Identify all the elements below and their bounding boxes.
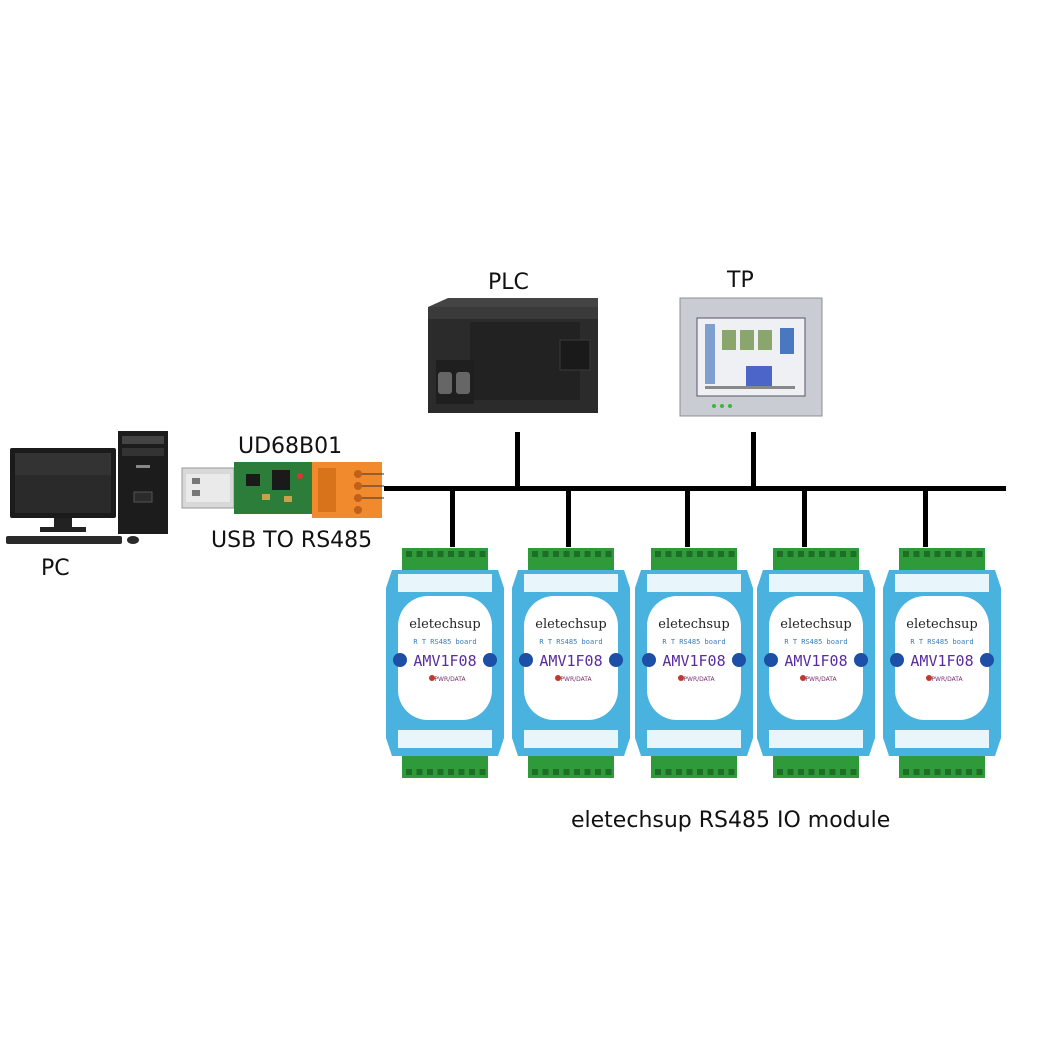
bus-drop-module-3 bbox=[685, 489, 690, 547]
pc-mouse bbox=[127, 536, 139, 544]
module-led-text: PWR/DATA bbox=[434, 676, 466, 683]
bottom-terminal-block bbox=[651, 756, 737, 778]
screw-right bbox=[483, 653, 497, 667]
bottom-terminal-block bbox=[899, 756, 985, 778]
tp-label: TP bbox=[727, 268, 754, 293]
pc-keyboard bbox=[6, 536, 122, 544]
module-face bbox=[398, 596, 492, 720]
top-terminal-block bbox=[773, 548, 859, 570]
bus-drop-module-5 bbox=[923, 489, 928, 547]
bottom-pin-strip bbox=[647, 730, 741, 748]
converter-desc-label: USB TO RS485 bbox=[211, 528, 373, 553]
top-terminal-block bbox=[899, 548, 985, 570]
module-face bbox=[769, 596, 863, 720]
pc-monitor-stand bbox=[54, 518, 72, 528]
screw-right bbox=[980, 653, 994, 667]
module-subtitle: R T RS485 board bbox=[662, 638, 725, 646]
module-led-text: PWR/DATA bbox=[805, 676, 837, 683]
module-face bbox=[524, 596, 618, 720]
module-led bbox=[800, 675, 806, 681]
module-brand: eletechsup bbox=[780, 617, 851, 632]
module-brand: eletechsup bbox=[535, 617, 606, 632]
plc-device bbox=[428, 298, 598, 413]
module-subtitle: R T RS485 board bbox=[539, 638, 602, 646]
bus-drop-module-1 bbox=[450, 489, 455, 547]
plc-port-2 bbox=[456, 372, 470, 394]
screw-left bbox=[764, 653, 778, 667]
module-led bbox=[429, 675, 435, 681]
plc-port-1 bbox=[438, 372, 452, 394]
bottom-terminal-block bbox=[528, 756, 614, 778]
module-brand: eletechsup bbox=[906, 617, 977, 632]
top-pin-strip bbox=[524, 574, 618, 592]
module-led bbox=[926, 675, 932, 681]
screw-left bbox=[519, 653, 533, 667]
bottom-terminal-block bbox=[773, 756, 859, 778]
top-pin-strip bbox=[398, 574, 492, 592]
usb-rs485-converter bbox=[181, 462, 384, 518]
bus-drop-module-4 bbox=[802, 489, 807, 547]
pc-icon bbox=[6, 431, 168, 544]
module-led-text: PWR/DATA bbox=[683, 676, 715, 683]
top-pin-strip bbox=[769, 574, 863, 592]
rs485-bus bbox=[384, 432, 1006, 547]
screw-right bbox=[854, 653, 868, 667]
bus-drop-plc bbox=[515, 432, 520, 489]
module-model: AMV1F08 bbox=[910, 652, 973, 670]
bottom-pin-strip bbox=[524, 730, 618, 748]
top-pin-strip bbox=[895, 574, 989, 592]
pc-tower bbox=[118, 431, 168, 534]
top-terminal-block bbox=[402, 548, 488, 570]
converter-model-label: UD68B01 bbox=[238, 434, 343, 459]
io-module-caption: eletechsup RS485 IO module bbox=[571, 808, 891, 833]
screw-right bbox=[732, 653, 746, 667]
module-led bbox=[678, 675, 684, 681]
module-brand: eletechsup bbox=[658, 617, 729, 632]
module-subtitle: R T RS485 board bbox=[413, 638, 476, 646]
bottom-pin-strip bbox=[769, 730, 863, 748]
module-face bbox=[647, 596, 741, 720]
top-terminal-block bbox=[528, 548, 614, 570]
module-led-text: PWR/DATA bbox=[560, 676, 592, 683]
plc-label: PLC bbox=[488, 270, 529, 295]
screw-right bbox=[609, 653, 623, 667]
module-subtitle: R T RS485 board bbox=[784, 638, 847, 646]
bus-drop-module-2 bbox=[566, 489, 571, 547]
module-led bbox=[555, 675, 561, 681]
module-face bbox=[895, 596, 989, 720]
module-model: AMV1F08 bbox=[413, 652, 476, 670]
module-model: AMV1F08 bbox=[784, 652, 847, 670]
bottom-terminal-block bbox=[402, 756, 488, 778]
bottom-pin-strip bbox=[398, 730, 492, 748]
screw-left bbox=[393, 653, 407, 667]
module-model: AMV1F08 bbox=[539, 652, 602, 670]
module-model: AMV1F08 bbox=[662, 652, 725, 670]
bottom-pin-strip bbox=[895, 730, 989, 748]
module-brand: eletechsup bbox=[409, 617, 480, 632]
module-subtitle: R T RS485 board bbox=[910, 638, 973, 646]
screw-left bbox=[642, 653, 656, 667]
bus-drop-tp bbox=[751, 432, 756, 489]
top-pin-strip bbox=[647, 574, 741, 592]
module-led-text: PWR/DATA bbox=[931, 676, 963, 683]
top-terminal-block bbox=[651, 548, 737, 570]
io-modules: eletechsup R T RS485 boardAMV1F08PWR/DATA… bbox=[386, 548, 1001, 778]
pc-label: PC bbox=[41, 556, 70, 581]
bus-main-line bbox=[384, 486, 1006, 491]
screw-left bbox=[890, 653, 904, 667]
touch-panel-device bbox=[679, 297, 823, 417]
